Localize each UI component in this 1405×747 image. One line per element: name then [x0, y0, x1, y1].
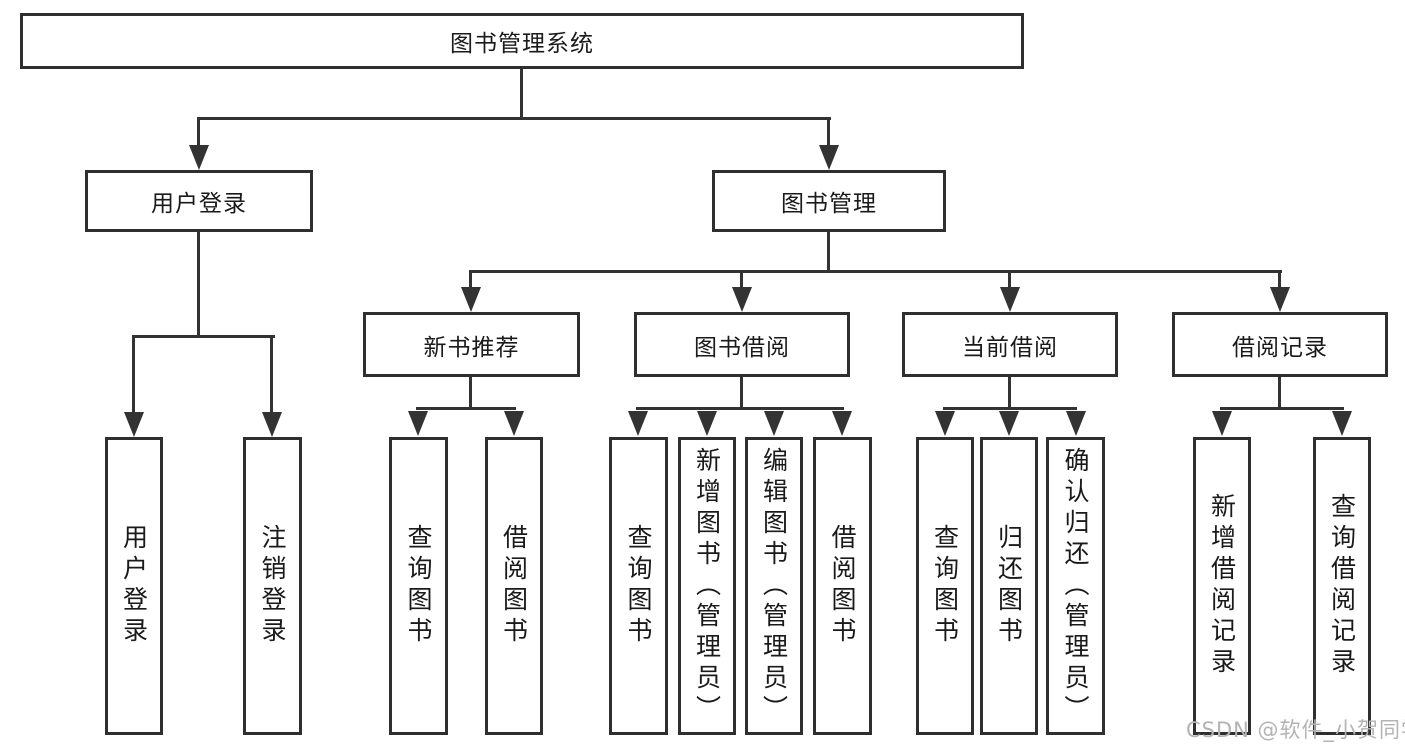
- leaf-nbr-query-book: 查询图书: [389, 437, 448, 735]
- node-new-book-rec-label: 新书推荐: [423, 334, 520, 361]
- connector-current-borrow-branch: [943, 407, 1077, 410]
- connector-drop-borrow-record: [1278, 270, 1281, 289]
- node-current-borrow-label: 当前借阅: [962, 334, 1058, 361]
- connector-book-borrow-branch: [636, 407, 844, 410]
- node-book-mgmt: 图书管理: [712, 170, 946, 232]
- leaf-cb-return-book: 归还图书: [980, 437, 1038, 735]
- connector-current-borrow-stem: [1008, 377, 1011, 410]
- arrowhead-icon: [697, 411, 717, 436]
- leaf-logout-login-label: 注销登录: [258, 524, 287, 648]
- connector-drop-leaf-user-login: [132, 335, 135, 413]
- leaf-nbr-borrow-book: 借阅图书: [485, 437, 543, 735]
- leaf-br-add-record: 新增借阅记录: [1193, 437, 1251, 735]
- leaf-bb-edit-book: 编辑图书（管理员）: [745, 437, 803, 735]
- connector-drop-book-borrow: [740, 270, 743, 289]
- connector-root-stem: [520, 69, 523, 119]
- arrowhead-icon: [819, 145, 839, 170]
- leaf-cb-return-book-label: 归还图书: [994, 524, 1024, 648]
- leaf-bb-borrow-book: 借阅图书: [813, 437, 872, 735]
- connector-book-mgmt-branch: [469, 270, 1282, 273]
- leaf-bb-query-book-label: 查询图书: [624, 524, 653, 648]
- leaf-cb-query-book: 查询图书: [916, 437, 974, 735]
- node-borrow-record-label: 借阅记录: [1232, 334, 1328, 361]
- arrowhead-icon: [124, 412, 144, 437]
- leaf-user-login: 用户登录: [105, 437, 163, 735]
- connector-drop-book-mgmt: [827, 117, 830, 147]
- arrowhead-icon: [999, 411, 1019, 436]
- arrowhead-icon: [1212, 411, 1232, 436]
- node-current-borrow: 当前借阅: [902, 312, 1118, 377]
- node-root-label: 图书管理系统: [450, 31, 594, 57]
- arrowhead-icon: [461, 287, 481, 312]
- arrowhead-icon: [832, 411, 852, 436]
- leaf-bb-borrow-book-label: 借阅图书: [828, 524, 857, 648]
- connector-drop-user-login: [197, 117, 200, 147]
- leaf-user-login-label: 用户登录: [119, 524, 149, 648]
- leaf-br-query-record: 查询借阅记录: [1313, 437, 1371, 735]
- node-root: 图书管理系统: [20, 13, 1024, 69]
- connector-root-branch: [197, 117, 831, 120]
- connector-user-login-branch: [132, 335, 275, 338]
- arrowhead-icon: [732, 287, 752, 312]
- arrowhead-icon: [764, 411, 784, 436]
- connector-book-borrow-stem: [740, 377, 743, 410]
- arrowhead-icon: [1332, 411, 1352, 436]
- connector-user-login-stem: [197, 232, 200, 338]
- leaf-bb-add-book-label: 新增图书（管理员）: [692, 446, 722, 726]
- leaf-nbr-query-book-label: 查询图书: [404, 524, 433, 648]
- connector-borrow-record-branch: [1220, 407, 1344, 410]
- node-borrow-record: 借阅记录: [1172, 312, 1388, 377]
- arrowhead-icon: [935, 411, 955, 436]
- connector-drop-current-borrow: [1008, 270, 1011, 289]
- node-book-borrow: 图书借阅: [634, 312, 850, 377]
- arrowhead-icon: [1000, 287, 1020, 312]
- leaf-bb-edit-book-label: 编辑图书（管理员）: [759, 446, 789, 726]
- leaf-br-add-record-label: 新增借阅记录: [1207, 493, 1237, 679]
- arrowhead-icon: [408, 411, 428, 436]
- leaf-bb-add-book: 新增图书（管理员）: [678, 437, 736, 735]
- leaf-br-query-record-label: 查询借阅记录: [1327, 493, 1357, 679]
- arrowhead-icon: [504, 411, 524, 436]
- arrowhead-icon: [1270, 287, 1290, 312]
- connector-borrow-record-stem: [1278, 377, 1281, 410]
- leaf-logout-login: 注销登录: [243, 437, 302, 735]
- arrowhead-icon: [628, 411, 648, 436]
- connector-new-book-rec-branch: [416, 407, 516, 410]
- node-new-book-rec: 新书推荐: [363, 312, 580, 377]
- leaf-cb-confirm-return: 确认归还（管理员）: [1046, 437, 1105, 735]
- connector-book-mgmt-stem: [827, 232, 830, 273]
- node-book-borrow-label: 图书借阅: [694, 334, 790, 361]
- connector-new-book-rec-stem: [469, 377, 472, 410]
- arrowhead-icon: [262, 412, 282, 437]
- leaf-nbr-borrow-book-label: 借阅图书: [499, 524, 529, 648]
- connector-drop-new-book-rec: [469, 270, 472, 289]
- leaf-cb-query-book-label: 查询图书: [930, 524, 960, 648]
- watermark: CSDN @软件_小贺同学: [1186, 718, 1405, 742]
- arrowhead-icon: [1066, 411, 1086, 436]
- leaf-bb-query-book: 查询图书: [609, 437, 668, 735]
- leaf-cb-confirm-return-label: 确认归还（管理员）: [1061, 446, 1090, 726]
- node-user-login: 用户登录: [85, 170, 313, 232]
- arrowhead-icon: [189, 145, 209, 170]
- node-user-login-label: 用户登录: [151, 191, 247, 217]
- node-book-mgmt-label: 图书管理: [781, 191, 877, 217]
- connector-drop-leaf-logout: [270, 335, 273, 413]
